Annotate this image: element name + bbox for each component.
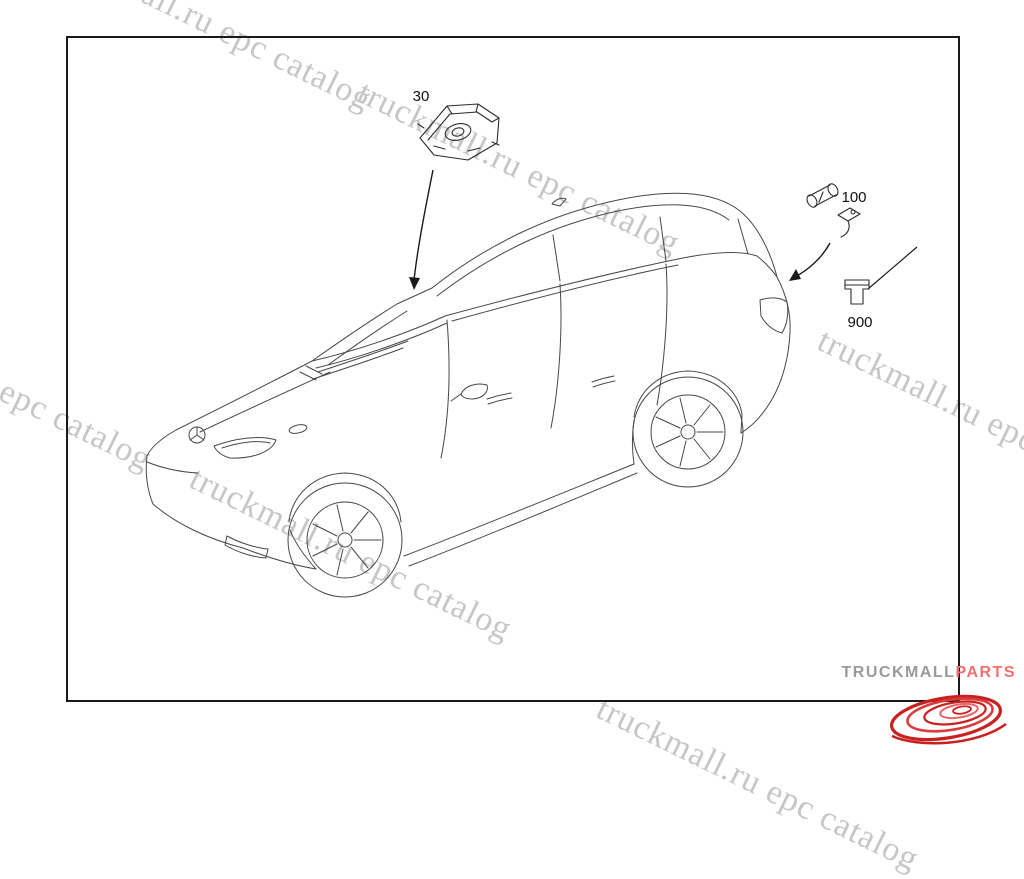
car-illustration: [145, 192, 791, 598]
part-label-30[interactable]: 30: [413, 88, 430, 105]
logo-text-parts: PARTS: [955, 664, 1016, 681]
logo-text-truckmall: TRUCKMALL: [841, 664, 956, 681]
arrowhead-100: [789, 269, 801, 281]
arrowhead-30: [409, 277, 420, 290]
part-900-illustration: [844, 279, 870, 305]
logo-swirl-icon: [889, 694, 1007, 745]
part-100-illustration: [806, 183, 861, 238]
part-label-900[interactable]: 900: [847, 314, 872, 331]
arrow-to-roof-module: [413, 169, 434, 281]
logo-text: TRUCKMALLPARTS: [842, 664, 1016, 682]
parts-diagram: 30 100 900: [145, 88, 918, 598]
part-label-100[interactable]: 100: [841, 189, 866, 206]
arrow-to-tailgate: [794, 242, 831, 278]
truckmall-logo: TRUCKMALLPARTS: [842, 664, 1016, 750]
leader-line-900: [867, 246, 918, 290]
part-30-illustration: [417, 103, 500, 161]
